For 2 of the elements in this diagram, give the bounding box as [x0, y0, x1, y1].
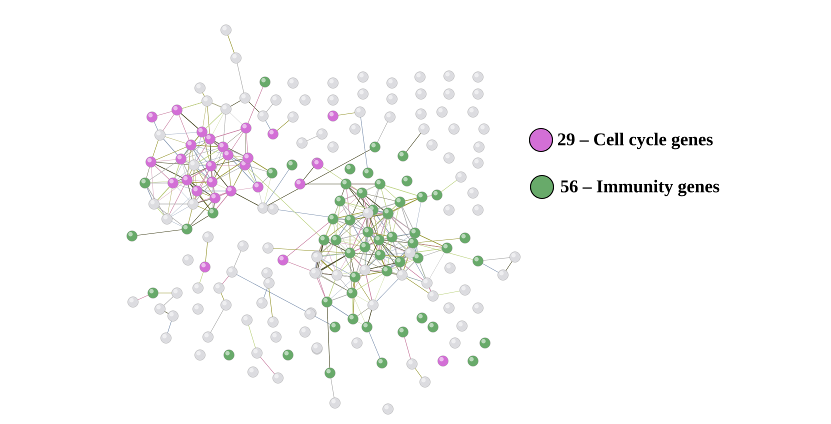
legend-label: 29 – Cell cycle genes — [558, 132, 713, 150]
legend-label: 56 – Immunity genes — [560, 180, 720, 196]
